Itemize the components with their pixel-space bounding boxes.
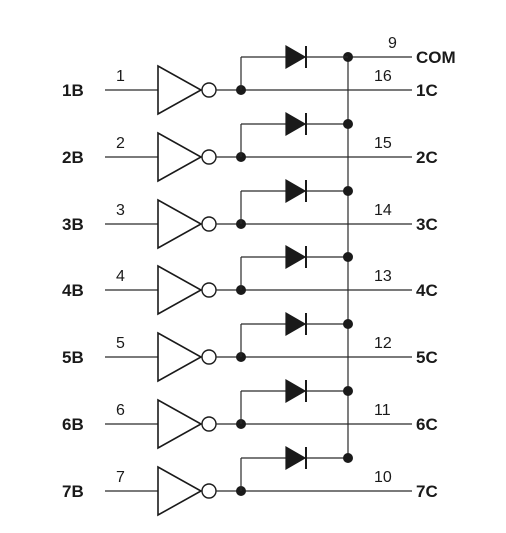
com-bus-junction-dot <box>343 186 353 196</box>
output-pin-number: 13 <box>374 268 392 285</box>
input-pin-label: 4B <box>62 281 84 300</box>
input-pin-label: 7B <box>62 482 84 501</box>
inverter-bubble-icon <box>201 416 217 432</box>
com-bus-junction-dot <box>343 119 353 129</box>
channel-1: 1B 1 16 1C <box>62 44 438 116</box>
input-pin-number: 2 <box>116 135 125 152</box>
inverter-bubble-icon <box>201 82 217 98</box>
output-pin-label: 1C <box>416 81 438 100</box>
input-pin-label: 1B <box>62 81 84 100</box>
output-pin-label: 4C <box>416 281 438 300</box>
inverter-gate-icon <box>157 264 203 316</box>
channel-4: 4B 4 13 4C <box>62 244 438 316</box>
com-bus-junction-dot <box>343 252 353 262</box>
input-pin-number: 4 <box>116 268 125 285</box>
input-pin-number: 7 <box>116 469 125 486</box>
input-pin-label: 3B <box>62 215 84 234</box>
inverter-gate-icon <box>157 465 203 517</box>
com-pin-number: 9 <box>388 35 397 52</box>
diode-icon <box>285 311 307 337</box>
channel-6: 6B 6 11 6C <box>62 378 438 450</box>
inverter-gate-icon <box>157 398 203 450</box>
channel-3: 3B 3 14 3C <box>62 178 438 250</box>
inverter-bubble-icon <box>201 349 217 365</box>
output-pin-label: 5C <box>416 348 438 367</box>
com-bus-junction-dot <box>343 453 353 463</box>
inverter-bubble-icon <box>201 282 217 298</box>
diode-icon <box>285 445 307 471</box>
input-pin-label: 2B <box>62 148 84 167</box>
output-pin-number: 15 <box>374 135 392 152</box>
channel-2: 2B 2 15 2C <box>62 111 438 183</box>
inverter-bubble-icon <box>201 149 217 165</box>
inverter-bubble-icon <box>201 216 217 232</box>
inverter-gate-icon <box>157 64 203 116</box>
diode-icon <box>285 244 307 270</box>
input-pin-label: 6B <box>62 415 84 434</box>
input-pin-number: 1 <box>116 68 125 85</box>
diode-icon <box>285 378 307 404</box>
diode-icon <box>285 178 307 204</box>
output-pin-number: 11 <box>374 402 391 419</box>
output-pin-number: 16 <box>374 68 392 85</box>
com-label: COM <box>416 48 456 67</box>
output-pin-label: 3C <box>416 215 438 234</box>
input-pin-label: 5B <box>62 348 84 367</box>
diode-icon <box>285 111 307 137</box>
diode-icon <box>285 44 307 70</box>
output-pin-label: 6C <box>416 415 438 434</box>
input-pin-number: 3 <box>116 202 125 219</box>
output-pin-number: 14 <box>374 202 392 219</box>
output-pin-number: 12 <box>374 335 392 352</box>
inverter-gate-icon <box>157 331 203 383</box>
output-pin-number: 10 <box>374 469 392 486</box>
output-pin-label: 2C <box>416 148 438 167</box>
channel-7: 7B 7 10 7C <box>62 445 438 517</box>
inverter-gate-icon <box>157 131 203 183</box>
com-bus-junction-dot <box>343 319 353 329</box>
channel-5: 5B 5 12 5C <box>62 311 438 383</box>
input-pin-number: 6 <box>116 402 125 419</box>
input-pin-number: 5 <box>116 335 125 352</box>
output-pin-label: 7C <box>416 482 438 501</box>
inverter-bubble-icon <box>201 483 217 499</box>
com-bus-junction-dot <box>343 386 353 396</box>
inverter-gate-icon <box>157 198 203 250</box>
